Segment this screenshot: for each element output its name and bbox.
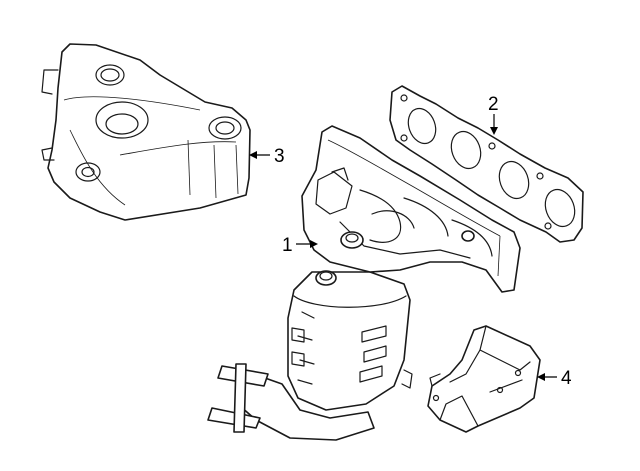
callout-1: 1	[282, 235, 318, 256]
callout-4-label: 4	[561, 368, 572, 389]
exhaust-manifold-part	[207, 125, 521, 441]
callout-2-label: 2	[488, 94, 499, 115]
callout-1-label: 1	[282, 235, 293, 256]
callout-3-label: 3	[274, 146, 285, 167]
callout-2: 2	[488, 94, 499, 135]
callout-3: 3	[249, 146, 285, 167]
callout-4: 4	[537, 368, 572, 389]
support-bracket-part	[427, 325, 541, 433]
heat-shield-part	[41, 43, 251, 221]
manifold-gasket-part	[389, 85, 584, 243]
